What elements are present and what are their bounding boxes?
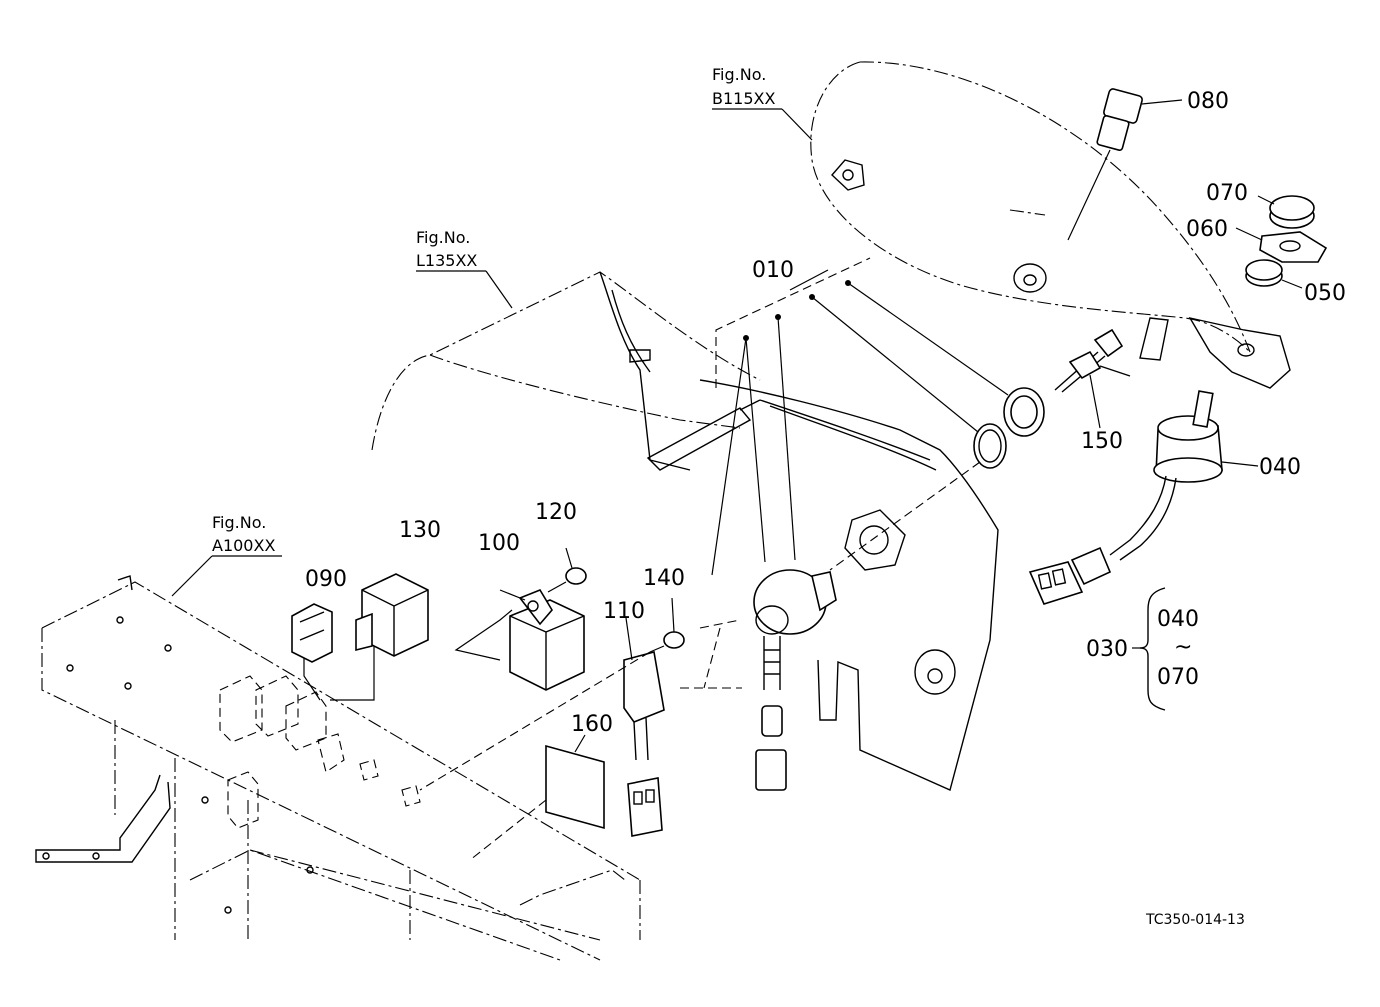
fig-ref-b115xx: Fig.No. B115XX [712, 65, 775, 108]
kit-range-tilde: ~ [1174, 635, 1192, 660]
module-part-110 [623, 617, 665, 837]
drawing-code: TC350-014-13 [1145, 912, 1245, 928]
nut-part-060 [1235, 227, 1328, 263]
callout-050: 050 [1304, 281, 1346, 306]
lever-part-080 [1067, 88, 1183, 241]
fig-ref-code: B115XX [712, 89, 775, 108]
label-part-160 [469, 734, 605, 861]
callout-060: 060 [1186, 217, 1228, 242]
callout-030: 030 [1086, 637, 1128, 662]
callout-110: 110 [603, 599, 645, 624]
relay-part-130 [330, 573, 429, 701]
fig-ref-label: Fig.No. [212, 513, 266, 532]
washer-part-050 [1245, 259, 1303, 289]
callout-160: 160 [571, 712, 613, 737]
callout-150: 150 [1081, 429, 1123, 454]
callout-090: 090 [305, 567, 347, 592]
panel-bracket [1139, 316, 1291, 389]
callout-040: 040 [1259, 455, 1301, 480]
kit-range: 040 ~ 070 [1157, 607, 1199, 690]
fig-ref-code: A100XX [212, 536, 275, 555]
screw-part-140 [419, 597, 685, 791]
relay-sockets [219, 675, 421, 829]
kit-range-from: 040 [1157, 607, 1199, 632]
fig-ref-leaders [171, 108, 813, 597]
fender-panel-outline [371, 271, 761, 471]
switch-panel [699, 379, 999, 791]
fig-ref-a100xx: Fig.No. A100XX [212, 513, 275, 555]
callout-120: 120 [535, 500, 577, 525]
fig-ref-l135xx: Fig.No. L135XX [416, 228, 477, 270]
callout-010: 010 [752, 258, 794, 283]
fig-ref-label: Fig.No. [416, 228, 470, 247]
ignition-switch-part-040 [1028, 390, 1259, 605]
relay-part-090 [291, 603, 333, 701]
dashboard-panel-outline [810, 61, 1251, 353]
frame-outline [35, 575, 641, 961]
knob-part-070 [1257, 195, 1315, 229]
callout-140: 140 [643, 566, 685, 591]
callout-080: 080 [1187, 89, 1229, 114]
fig-ref-code: L135XX [416, 251, 477, 270]
screw-part-120 [547, 547, 587, 593]
timer-unit-part-100 [454, 589, 585, 691]
key-part-150 [1054, 328, 1131, 429]
kit-bracket-030 [1132, 587, 1166, 711]
callout-070: 070 [1206, 181, 1248, 206]
callout-130: 130 [399, 518, 441, 543]
callout-100: 100 [478, 531, 520, 556]
fig-ref-label: Fig.No. [712, 65, 766, 84]
ignition-key-switch-part-010 [680, 257, 1045, 791]
kit-range-to: 070 [1157, 665, 1199, 690]
